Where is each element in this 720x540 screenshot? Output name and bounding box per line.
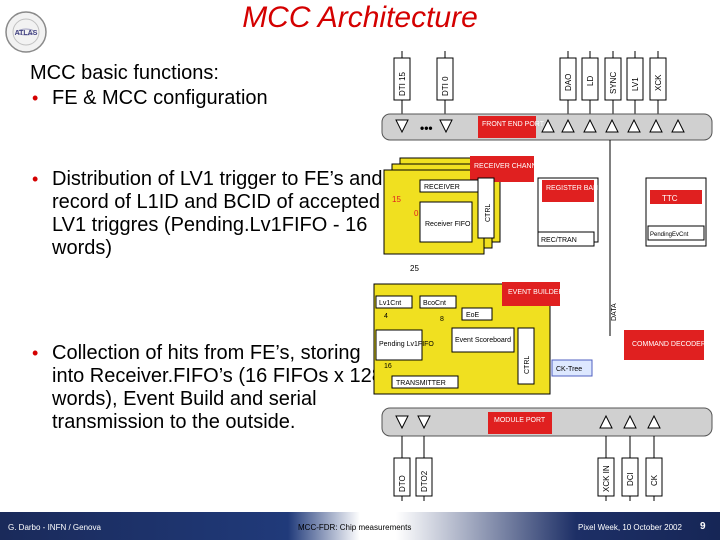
lv1-cnt-label: Lv1Cnt <box>379 300 401 307</box>
svg-text:16: 16 <box>384 363 392 370</box>
pin-label: DAO <box>564 74 573 91</box>
transmitter-block <box>391 375 459 389</box>
module-port-label: MODULE PORT <box>494 417 546 424</box>
receiver-fifo-label: Receiver FIFO <box>425 221 471 228</box>
ck-tree-block <box>551 359 593 377</box>
atlas-logo: ATLAS <box>5 11 47 53</box>
command-decoder-block <box>624 330 704 360</box>
ck-tree-label: CK-Tree <box>556 366 582 373</box>
ttc-label: TTC <box>662 194 678 203</box>
bullet-item: • FE & MCC configuration <box>30 87 365 110</box>
rec-tran-label: REC/TRAN <box>541 237 577 244</box>
slide-title: MCC Architecture <box>242 1 478 34</box>
bullet-item: • Distribution of LV1 trigger to FE’s an… <box>30 168 387 260</box>
footer-bar <box>0 512 720 540</box>
data-bus-label: DATA <box>611 303 618 321</box>
ctrl2-label: CTRL <box>524 356 531 374</box>
bullet-dot-icon: • <box>32 88 39 108</box>
footer-author: G. Darbo - INFN / Genova <box>8 523 101 532</box>
pin-label: DTI 15 <box>398 71 407 96</box>
register-bank-label: REGISTER BANK <box>546 185 603 192</box>
svg-text:8: 8 <box>440 316 444 323</box>
bullet-dot-icon: • <box>32 169 39 189</box>
pin-label: LD <box>586 76 595 86</box>
intro-text: MCC basic functions: <box>30 62 219 84</box>
page-number: 9 <box>700 521 706 532</box>
pin-label: CK <box>650 474 659 486</box>
bullet-text: FE & MCC configuration <box>52 87 268 109</box>
bullet-text: Collection of hits from FE’s, storing in… <box>52 342 383 433</box>
svg-text:4: 4 <box>384 313 388 320</box>
command-decoder-label: COMMAND DECODER <box>632 341 706 348</box>
pin-label: XCK <box>654 74 663 91</box>
receiver-label: RECEIVER <box>424 184 460 191</box>
slide-footer: G. Darbo - INFN / Genova MCC-FDR: Chip m… <box>0 512 720 540</box>
pin-label: DTO2 <box>420 470 429 492</box>
slide-body: MCC basic functions: • FE & MCC configur… <box>30 62 383 433</box>
event-builder-label: EVENT BUILDER <box>508 289 564 296</box>
ctrl-label: CTRL <box>485 204 492 222</box>
svg-text:25: 25 <box>410 264 419 273</box>
footer-subject: MCC-FDR: Chip measurements <box>298 523 412 532</box>
pin-label: XCK IN <box>602 465 611 492</box>
pin-label: DCI <box>626 472 635 486</box>
svg-text:15: 15 <box>392 195 401 204</box>
svg-text:ATLAS: ATLAS <box>15 30 38 37</box>
bullet-item: • Collection of hits from FE’s, storing … <box>30 342 387 434</box>
pending-ev-cnt-label: PendingEvCnt <box>650 232 689 238</box>
svg-text:•••: ••• <box>420 121 433 135</box>
bco-cnt-label: BcoCnt <box>423 300 446 307</box>
pin-label: DTI 0 <box>441 76 450 96</box>
event-scoreboard-label: Event Scoreboard <box>455 337 511 344</box>
receiver-channel-label: RECEIVER CHANNEL <box>474 163 545 170</box>
pin-label: DTO <box>398 475 407 492</box>
mcc-block-diagram: DTI 15 DTI 0 DAO LD SYNC LV1 XCK ••• FRO… <box>373 51 713 501</box>
footer-event: Pixel Week, 10 October 2002 <box>578 523 682 532</box>
eob-label: EoE <box>466 312 480 319</box>
bullet-text: Distribution of LV1 trigger to FE’s and … <box>52 168 383 259</box>
pin-label: SYNC <box>609 72 618 94</box>
svg-text:0: 0 <box>414 209 419 218</box>
pin-label: LV1 <box>631 77 640 91</box>
front-end-port-label: FRONT END PORT <box>482 121 545 128</box>
transmitter-label: TRANSMITTER <box>396 380 446 387</box>
pending-lv1-fifo-label: Pending Lv1FIFO <box>379 341 434 348</box>
bullet-dot-icon: • <box>32 343 39 363</box>
